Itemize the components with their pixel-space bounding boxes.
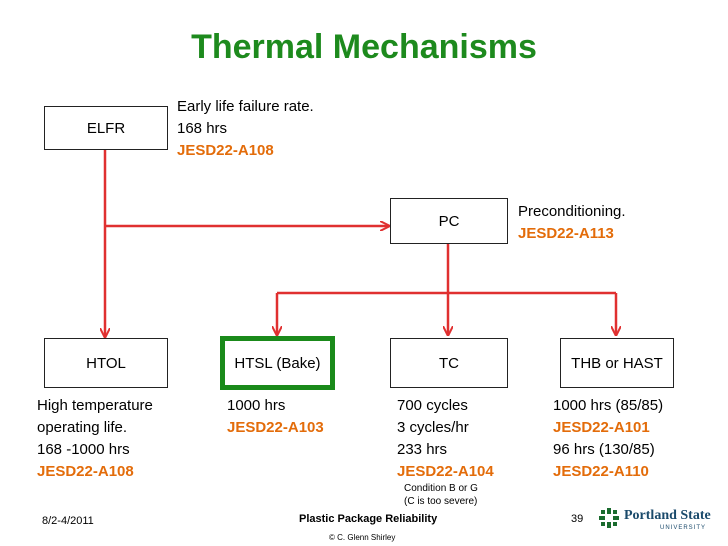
elfr-description: Early life failure rate. 168 hrs JESD22-… xyxy=(177,98,314,159)
box-htol-label: HTOL xyxy=(86,354,126,372)
box-pc: PC xyxy=(390,198,508,244)
box-htol: HTOL xyxy=(44,338,168,388)
box-tc: TC xyxy=(390,338,508,388)
tc-note: Condition B or G (C is too severe) xyxy=(404,483,478,507)
footer-course: Plastic Package Reliability xyxy=(299,513,438,525)
footer-copyright: © C. Glenn Shirley xyxy=(329,533,396,542)
box-elfr-label: ELFR xyxy=(86,119,126,137)
logo-subtitle: UNIVERSITY xyxy=(660,525,707,531)
footer-date: 8/2-4/2011 xyxy=(42,515,94,527)
box-thb: THB or HAST xyxy=(560,338,674,388)
portland-state-logo-icon xyxy=(599,508,619,528)
logo-name: Portland State xyxy=(624,508,711,523)
page-title: Thermal Mechanisms xyxy=(191,28,537,66)
thb-description: 1000 hrs (85/85) JESD22-A101 96 hrs (130… xyxy=(553,397,664,480)
htsl-description: 1000 hrs JESD22-A103 xyxy=(227,397,324,436)
box-elfr: ELFR xyxy=(44,106,168,150)
box-pc-label: PC xyxy=(438,212,460,230)
box-thb-label: THB or HAST xyxy=(571,354,663,372)
footer-page-number: 39 xyxy=(571,513,584,525)
box-htsl: HTSL (Bake) xyxy=(220,336,335,390)
tc-description: 700 cycles 3 cycles/hr 233 hrs JESD22-A1… xyxy=(397,397,494,480)
box-htsl-label: HTSL (Bake) xyxy=(234,354,321,372)
pc-description: Preconditioning. JESD22-A113 xyxy=(518,203,626,242)
box-tc-label: TC xyxy=(439,354,459,372)
htol-description: High temperature operating life. 168 -10… xyxy=(37,397,153,480)
